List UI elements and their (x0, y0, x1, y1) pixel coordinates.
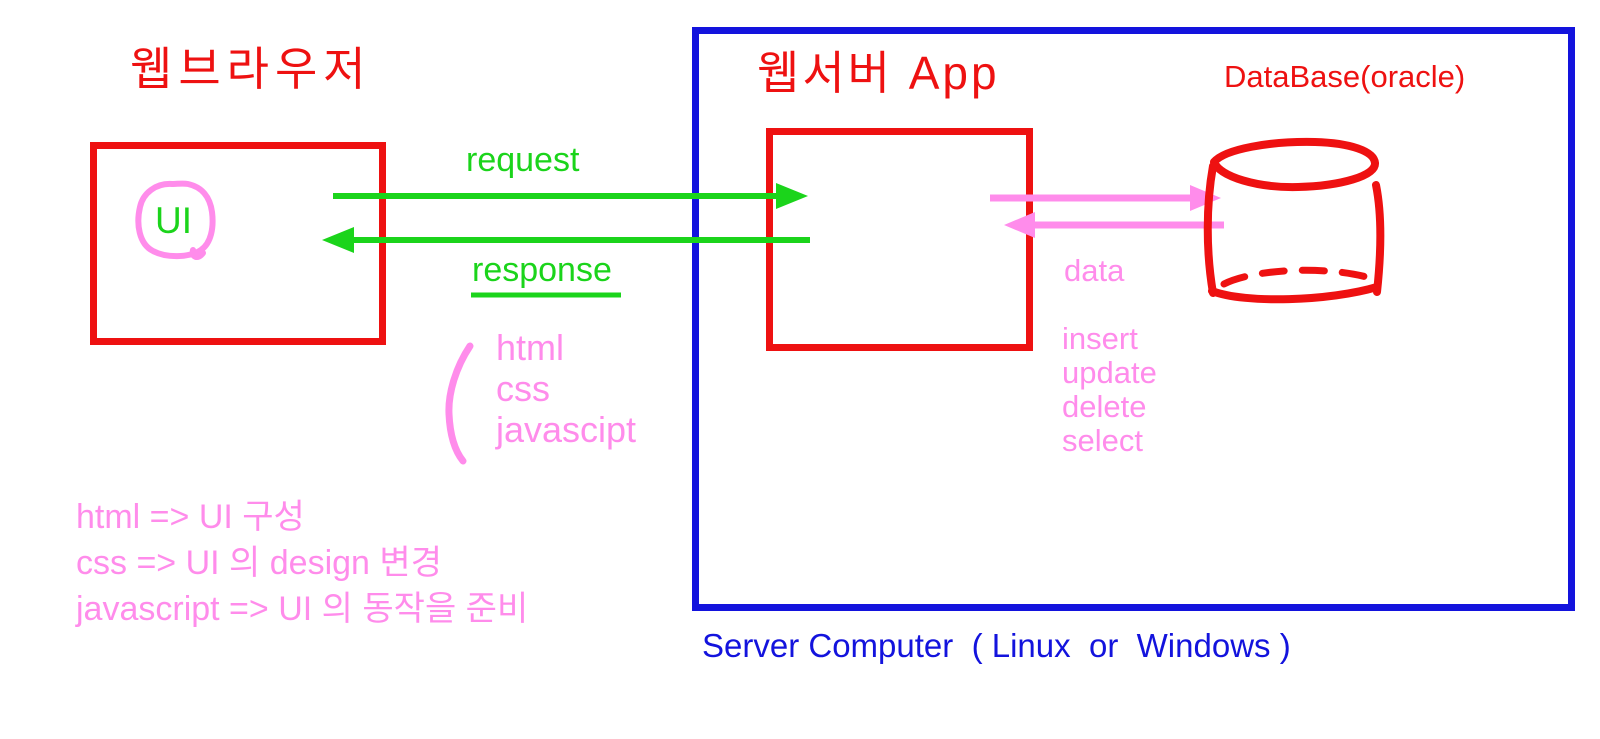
sql-op-update: update (1062, 355, 1157, 390)
payload-item-css: css (496, 368, 550, 409)
note-html: html => UI 구성 (76, 498, 305, 536)
server-computer-box (692, 27, 1575, 611)
sql-op-delete: delete (1062, 389, 1147, 424)
response-label: response (472, 251, 612, 289)
web-server-app-title: 웹서버 App (757, 47, 1000, 99)
web-browser-box (90, 142, 386, 345)
sql-op-insert: insert (1062, 321, 1138, 356)
web-server-app-box (766, 128, 1033, 351)
ui-label: UI (155, 200, 192, 241)
payload-item-html: html (496, 327, 565, 368)
frontend-notes-list: html => UI 구성 css => UI 의 design 변경 java… (76, 494, 528, 632)
sql-op-select: select (1062, 423, 1143, 458)
sql-operations-list: insert update delete select (1062, 322, 1157, 458)
note-javascript: javascript => UI 의 동작을 준비 (76, 590, 529, 628)
note-css: css => UI 의 design 변경 (76, 544, 442, 582)
server-computer-caption: Server Computer ( Linux or Windows ) (702, 627, 1291, 664)
payload-item-javascript: javascipt (496, 409, 637, 450)
database-title: DataBase(oracle) (1224, 59, 1466, 94)
payload-bracket-sketch (445, 342, 474, 465)
response-payload-list: html css javascipt (496, 327, 636, 450)
request-label: request (466, 141, 580, 179)
web-browser-title: 웹브라우저 (130, 43, 372, 95)
data-label: data (1064, 253, 1125, 288)
